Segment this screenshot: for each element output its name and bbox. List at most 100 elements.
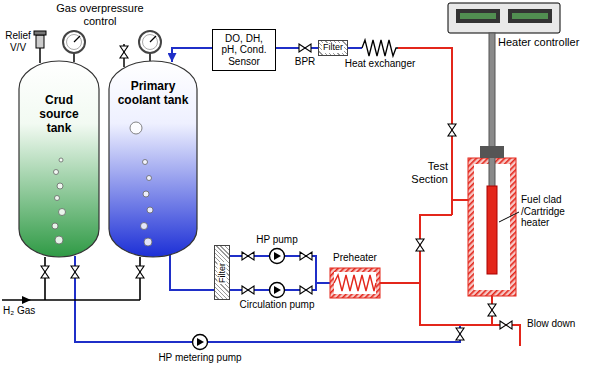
pump-symbol (270, 283, 285, 298)
part-label: Test Section (402, 160, 448, 185)
pipe (452, 199, 470, 201)
gauge-stem (73, 53, 75, 62)
pipe (348, 47, 362, 49)
part-label: Heat exchanger (339, 58, 421, 70)
fuel-clad-heater (487, 186, 497, 274)
part-label: Blow down (527, 318, 593, 330)
gas-bubble (141, 223, 148, 230)
valve-symbol (71, 266, 79, 278)
tank-label: Crud source tank (32, 94, 86, 135)
controller-box (448, 3, 560, 33)
pump-symbol (270, 249, 285, 264)
gas-bubble (147, 176, 152, 181)
blue-piping (75, 48, 460, 342)
red-piping (380, 48, 520, 346)
valves (41, 44, 512, 340)
valve-symbol (456, 328, 464, 340)
valve-symbol (242, 286, 254, 294)
pump-symbol (193, 335, 208, 350)
relief-valve (36, 35, 44, 48)
arrow-head (22, 296, 31, 304)
pipe-connector (276, 47, 318, 49)
gauge-dial (143, 35, 158, 50)
vessel-cap (480, 146, 504, 158)
pipe-connector (172, 48, 212, 62)
part-label: Preheater (324, 252, 386, 264)
valve-symbol (416, 239, 424, 251)
valve-symbol (448, 124, 456, 136)
valve-symbol (500, 321, 512, 329)
leader-line (499, 212, 519, 222)
display-segment (512, 13, 548, 19)
gauge-stem (149, 53, 151, 61)
pressure-gauge (139, 31, 161, 53)
test-section (468, 33, 519, 296)
heater-rod (489, 33, 495, 147)
tank-body (109, 61, 197, 257)
gas-bubble (54, 170, 59, 175)
part-label: BPR (290, 56, 320, 68)
storage-tank: Primary coolant tank (108, 60, 198, 258)
tank-label: Primary coolant tank (111, 80, 195, 108)
gas-bubble (59, 158, 63, 162)
heater-controller (448, 3, 560, 33)
valve-symbol (120, 46, 128, 58)
gas-bubble (143, 191, 149, 197)
gas-bubble (130, 122, 142, 134)
valve-symbol (299, 44, 311, 52)
preheater (330, 268, 380, 298)
gas-bubble (59, 209, 66, 216)
relief-valve-cap (34, 31, 46, 35)
gas-bubble (147, 207, 153, 213)
pipe (75, 256, 460, 342)
valve-symbol (41, 266, 49, 278)
gauge-needle (150, 36, 156, 42)
gas-bubble (143, 160, 148, 165)
heater-rod (489, 156, 495, 187)
display (508, 9, 552, 23)
valve-symbol (300, 286, 312, 294)
sensor-label: DO, DH, pH, Cond. Sensor (217, 33, 271, 68)
pipe (398, 48, 452, 215)
part-label: Fuel clad /Cartridge heater (521, 194, 594, 229)
part-label: Heater controller (498, 36, 594, 49)
tank-body (19, 61, 99, 257)
valve-symbol (488, 304, 496, 316)
sensor-box: DO, DH, pH, Cond. Sensor (212, 29, 276, 72)
preheater-coil (334, 275, 376, 291)
gas-bubble (52, 223, 58, 229)
pipe (2, 257, 140, 300)
pressure-gauge (63, 31, 85, 53)
part-label: HP pump (244, 234, 310, 246)
heat-exchanger-coil (362, 40, 398, 56)
tank-outline (18, 60, 100, 258)
storage-tank: Crud source tank (18, 60, 100, 258)
gas-bubble (55, 196, 60, 201)
part-label: Circulation pump (230, 299, 324, 311)
filter-label: Filter (218, 262, 227, 284)
filter-box: Filter (214, 245, 230, 300)
valve-symbol (242, 252, 254, 260)
pipe (492, 294, 520, 346)
filter-label: Filter (322, 43, 344, 53)
gauge-dial (67, 35, 82, 50)
display (456, 9, 500, 23)
gas-bubble (144, 238, 152, 246)
gauge-needle (74, 36, 80, 42)
gas-bubble (55, 236, 63, 244)
part-label: Relief V/V (1, 30, 35, 53)
valve-stem (39, 48, 41, 63)
part-label: HP metering pump (148, 352, 252, 364)
valve-symbol (300, 252, 312, 260)
pipe (420, 215, 452, 283)
preheater-core (334, 272, 376, 294)
gas-bubble (57, 183, 63, 189)
part-label: Gas overpressure control (48, 2, 152, 27)
filter-box: Filter (318, 40, 348, 56)
pipe-connector (170, 254, 214, 290)
part-label: H₂ Gas (3, 305, 53, 317)
preheater-body (330, 268, 380, 298)
gas-piping (2, 257, 140, 304)
